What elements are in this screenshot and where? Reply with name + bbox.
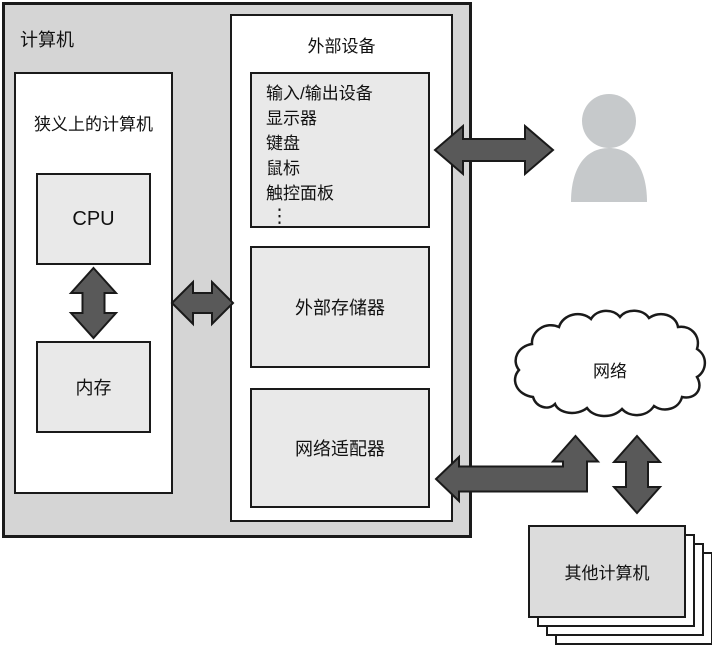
io-devices-box [250,72,430,228]
other-computers-label: 其他计算机 [564,564,650,583]
computer-label: 计算机 [20,30,74,50]
external-storage-label: 外部存储器 [295,298,385,318]
io-list-item: 输入/输出设备 [266,84,373,103]
network-adapter-label: 网络适配器 [295,439,385,459]
cpu-box: CPU [36,173,151,265]
io-list-item: 触控面板 [266,184,334,203]
memory-box: 内存 [36,341,151,433]
io-devices-list: 输入/输出设备 显示器 键盘 鼠标 触控面板 ⋮ [266,81,373,228]
cpu-label: CPU [72,207,115,230]
io-list-item: 键盘 [266,134,300,153]
external-devices-label: 外部设备 [307,37,376,56]
network-label: 网络 [593,362,627,381]
io-list-item: 显示器 [266,109,317,128]
network-computers-arrow-icon [611,434,663,515]
network-adapter-box: 网络适配器 [250,388,430,508]
memory-label: 内存 [75,378,112,398]
other-computers-box: 其他计算机 [528,525,686,618]
io-list-item: 鼠标 [266,159,300,178]
vertical-ellipsis-icon: ⋮ [270,206,289,227]
external-storage-box: 外部存储器 [250,246,430,368]
person-icon [571,94,647,202]
narrow-computer-label: 狭义上的计算机 [34,115,153,134]
